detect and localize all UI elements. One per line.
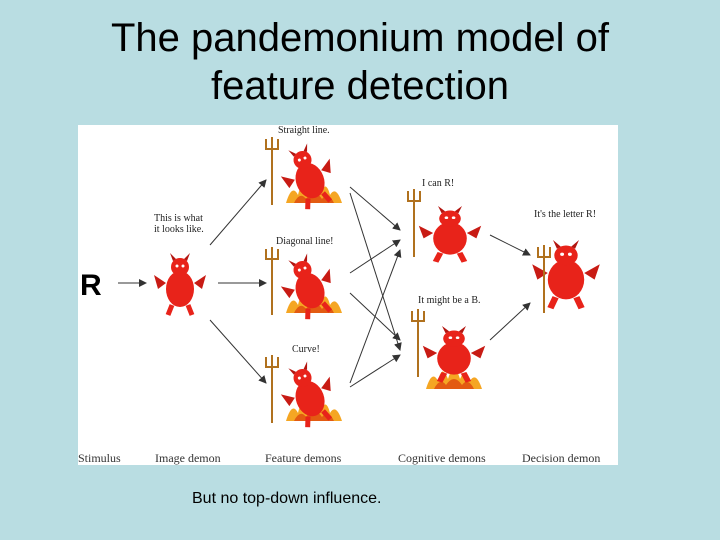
stage-label-stimulus: Stimulus — [78, 451, 121, 465]
image-demon — [154, 253, 206, 315]
feature-label-straight: Straight line. — [278, 125, 330, 136]
stage-label-cognitive-demons: Cognitive demons — [398, 451, 486, 465]
feature-demon-diagonal — [265, 247, 343, 324]
cognitive-label-b: It might be a B. — [418, 295, 481, 306]
image-demon-label-2: it looks like. — [154, 224, 204, 235]
cognitive-demon-b — [411, 308, 485, 389]
cognitive-demon-r — [407, 188, 481, 262]
diagram-canvas: R This is what it looks like. Straight l… — [78, 125, 618, 465]
stage-label-image-demon: Image demon — [155, 451, 221, 465]
feature-demon-curve — [265, 355, 343, 432]
stimulus-letter: R — [80, 269, 102, 302]
stage-label-decision-demon: Decision demon — [522, 451, 600, 465]
title-line-2: feature detection — [211, 64, 509, 108]
feature-label-curve: Curve! — [292, 344, 320, 355]
pandemonium-diagram: R This is what it looks like. Straight l… — [78, 125, 618, 465]
decision-label: It's the letter R! — [534, 209, 596, 220]
stage-label-feature-demons: Feature demons — [265, 451, 342, 465]
decision-demon — [532, 240, 600, 314]
title-line-1: The pandemonium model of — [110, 16, 610, 60]
image-demon-label-1: This is what — [154, 213, 203, 224]
feature-demon-straight — [265, 137, 343, 214]
feature-label-diagonal: Diagonal line! — [276, 236, 333, 247]
cognitive-label-r: I can R! — [422, 178, 454, 189]
slide-caption: But no top-down influence. — [192, 490, 382, 507]
connection-arrows — [118, 179, 531, 388]
slide-title: The pandemonium model of feature detecti… — [0, 14, 720, 110]
